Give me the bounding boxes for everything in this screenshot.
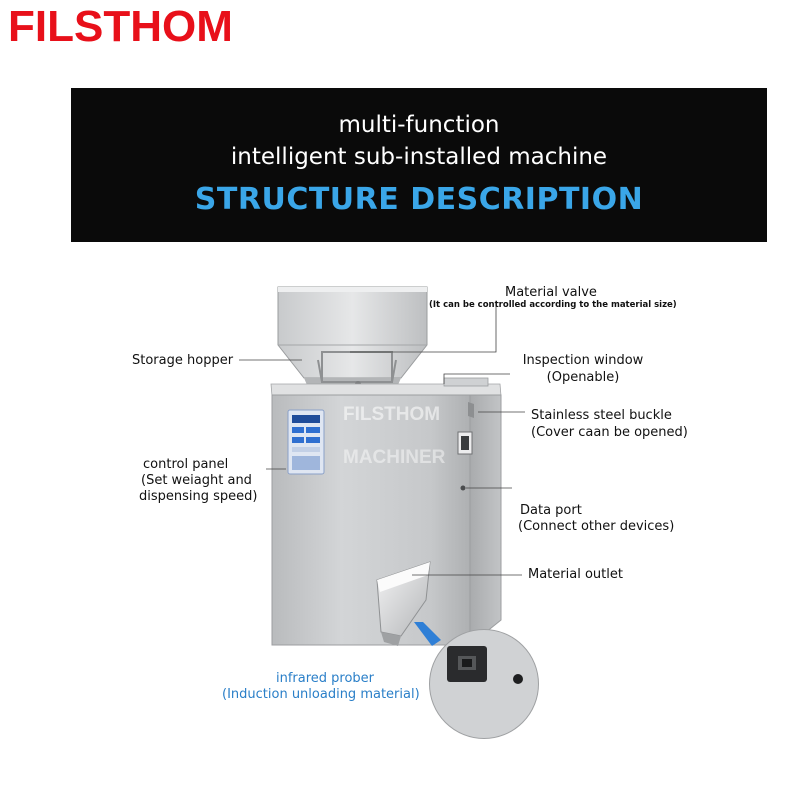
stainless-steel-buckle	[468, 402, 474, 418]
label-inspection-window-note: (Openable)	[546, 370, 620, 385]
inset-pointer	[414, 622, 441, 646]
storage-hopper	[277, 286, 428, 392]
material-outlet	[376, 561, 431, 646]
control-panel	[287, 409, 325, 475]
title-banner: multi-function intelligent sub-installed…	[71, 88, 767, 242]
label-material-valve: Material valve	[505, 285, 597, 300]
leader-material-valve	[350, 302, 497, 353]
label-control-panel-note-2: dispensing speed)	[139, 489, 258, 504]
label-buckle-note: (Cover caan be opened)	[531, 425, 688, 440]
leader-lines	[239, 302, 525, 576]
banner-title: STRUCTURE DESCRIPTION	[194, 182, 644, 217]
label-buckle: Stainless steel buckle	[531, 408, 672, 423]
banner-line-1: multi-function	[338, 112, 500, 138]
brand-logo: FILSTHOM	[8, 2, 233, 51]
label-storage-hopper: Storage hopper	[132, 353, 234, 368]
watermark-line-2: MACHINER	[343, 447, 446, 468]
inspection-window	[457, 431, 473, 455]
label-material-valve-note: (It can be controlled according to the m…	[429, 300, 677, 310]
label-data-port-note: (Connect other devices)	[518, 519, 675, 534]
label-control-panel: control panel	[143, 457, 229, 472]
banner-line-2: intelligent sub-installed machine	[230, 144, 608, 170]
infrared-prober-inset	[429, 629, 539, 739]
label-infrared-prober: infrared prober	[275, 671, 375, 686]
data-port	[460, 485, 466, 491]
label-material-outlet: Material outlet	[528, 567, 623, 582]
label-inspection-window: Inspection window	[522, 353, 644, 368]
watermark-line-1: FILSTHOM	[343, 404, 440, 425]
leader-inspection-window	[443, 373, 510, 384]
label-infrared-prober-note: (Induction unloading material)	[222, 687, 420, 702]
label-control-panel-note-1: (Set weiaght and	[141, 473, 252, 488]
label-data-port: Data port	[520, 503, 582, 518]
